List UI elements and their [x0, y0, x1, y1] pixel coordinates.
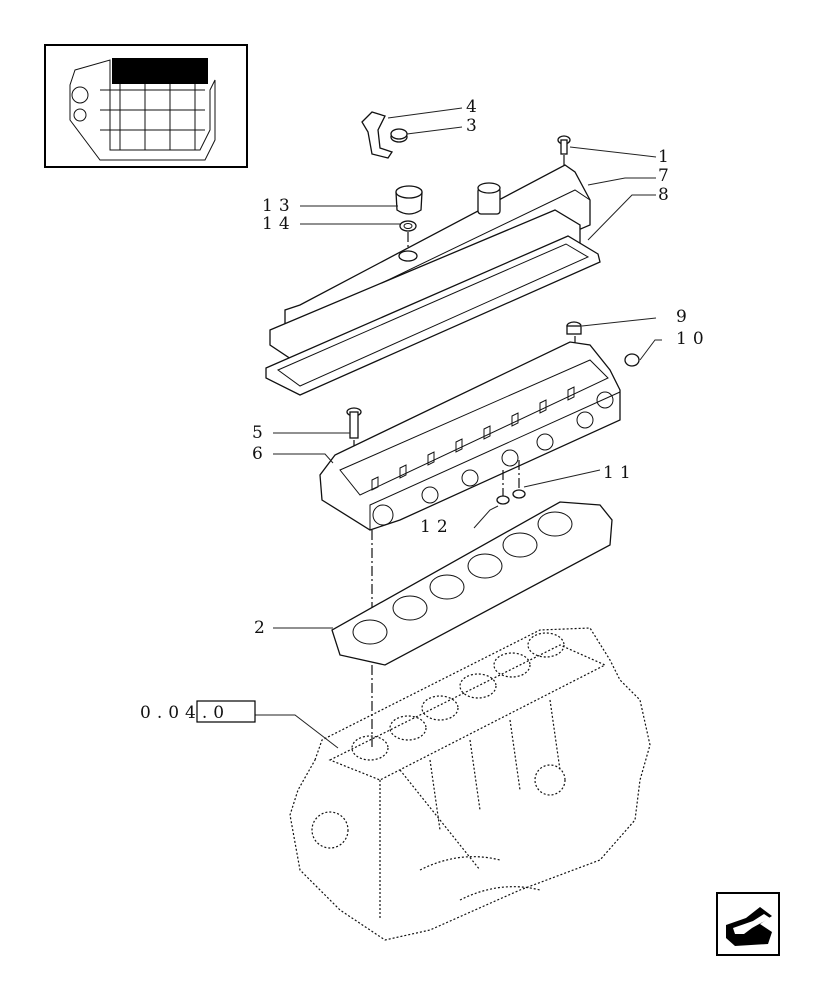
- cover-bolt: [557, 135, 571, 155]
- plug: [624, 353, 640, 367]
- nut: [390, 128, 408, 143]
- head-gasket: [331, 501, 613, 666]
- callout-7: 7: [658, 166, 675, 186]
- callout-labels: 4 3 1 7 8 13 14 9 10 5 6 11 12 2: [252, 97, 710, 638]
- callout-10: 10: [676, 329, 710, 349]
- callout-13: 13: [262, 196, 296, 216]
- callout-12: 12: [420, 517, 454, 537]
- clip-bracket: [361, 111, 394, 159]
- dowel-pin: [512, 489, 526, 499]
- engine-block: [289, 627, 651, 941]
- callout-11: 11: [603, 463, 637, 483]
- callout-4: 4: [466, 97, 483, 117]
- callout-1: 1: [658, 147, 675, 167]
- callout-2: 2: [254, 618, 271, 638]
- engine-thumbnail-icon[interactable]: [44, 44, 248, 168]
- leader-lines: [255, 107, 662, 749]
- oil-filler-cap: [395, 185, 423, 215]
- head-bolt: [346, 407, 362, 439]
- dowel-pin-2: [496, 495, 510, 505]
- next-page-arrow-icon[interactable]: [716, 892, 780, 956]
- cylinder-head: [319, 341, 621, 531]
- reference-label[interactable]: 0.04.0: [140, 703, 230, 723]
- callout-5: 5: [252, 423, 269, 443]
- callout-3: 3: [466, 116, 483, 136]
- cover-gasket: [265, 235, 601, 396]
- callout-6: 6: [252, 444, 269, 464]
- cap-nut: [566, 321, 582, 335]
- callout-8: 8: [658, 185, 675, 205]
- callout-9: 9: [676, 307, 693, 327]
- sealing-washer: [399, 220, 417, 232]
- rocker-cover: [269, 164, 591, 366]
- section-reference[interactable]: 0.04.0: [140, 700, 256, 723]
- callout-14: 14: [262, 214, 296, 234]
